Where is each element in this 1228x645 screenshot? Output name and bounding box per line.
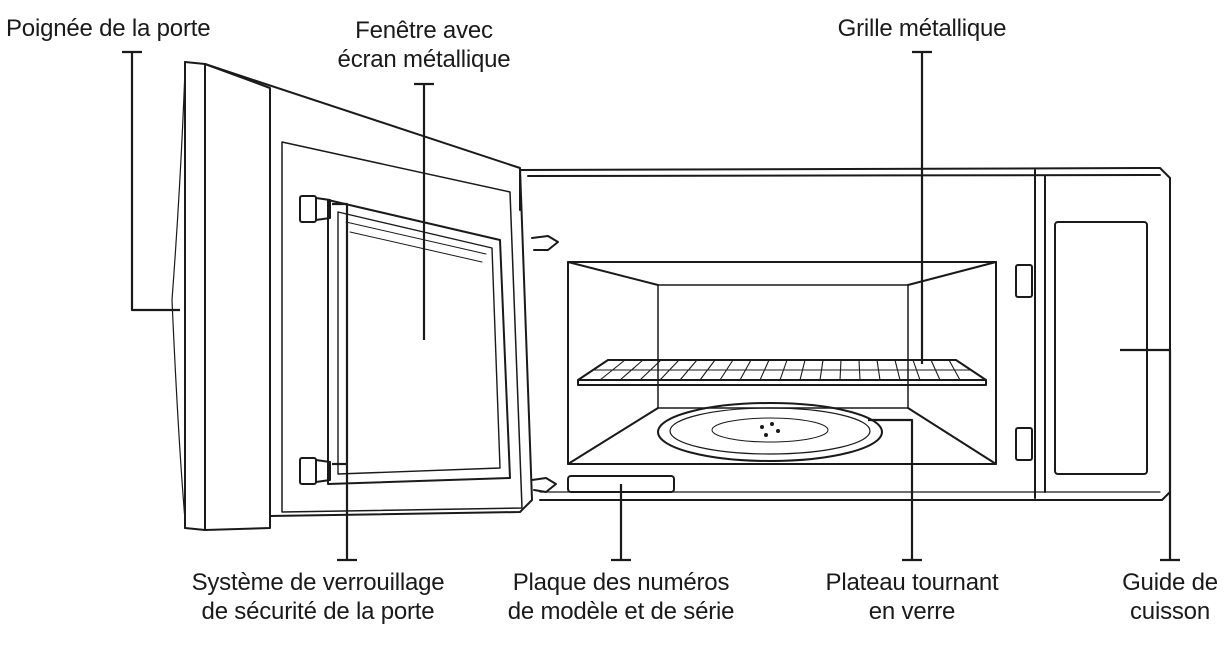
label-door-handle-text: Poignée de la porte <box>6 15 211 42</box>
label-turntable-line1: Plateau tournant <box>825 569 999 596</box>
oven-door <box>171 61 533 531</box>
label-window: Fenêtre avec écran métallique <box>338 16 511 74</box>
label-model-plate-line2: de modèle et de série <box>507 598 735 625</box>
label-safety-lock-line2: de sécurité de la porte <box>201 598 435 625</box>
label-safety-lock: Système de verrouillage de sécurité de l… <box>192 568 445 626</box>
metal-rack <box>577 359 987 386</box>
label-model-plate: Plaque des numéros de modèle et de série <box>508 568 735 626</box>
callout-lines <box>122 50 1180 562</box>
label-cooking-guide: Guide de cuisson <box>1122 568 1218 626</box>
latch-slots <box>1015 264 1033 461</box>
glass-turntable <box>657 402 883 462</box>
label-window-line2: écran métallique <box>337 46 511 73</box>
label-safety-lock-line1: Système de verrouillage <box>191 569 445 596</box>
door-hinges <box>531 235 559 493</box>
label-model-plate-line1: Plaque des numéros <box>512 569 730 596</box>
label-turntable-line2: en verre <box>868 598 956 625</box>
label-cooking-guide-line2: cuisson <box>1130 598 1210 625</box>
door-lock-latches <box>299 195 331 485</box>
label-metal-rack-text: Grille métallique <box>837 15 1007 42</box>
label-cooking-guide-line1: Guide de <box>1122 569 1218 596</box>
oven-body <box>519 167 1171 501</box>
cooking-guide-panel <box>1054 221 1148 475</box>
label-door-handle: Poignée de la porte <box>6 14 211 43</box>
label-turntable: Plateau tournant en verre <box>826 568 999 626</box>
label-window-line1: Fenêtre avec <box>355 17 493 44</box>
label-metal-rack: Grille métallique <box>838 14 1007 43</box>
door-window <box>327 199 511 485</box>
